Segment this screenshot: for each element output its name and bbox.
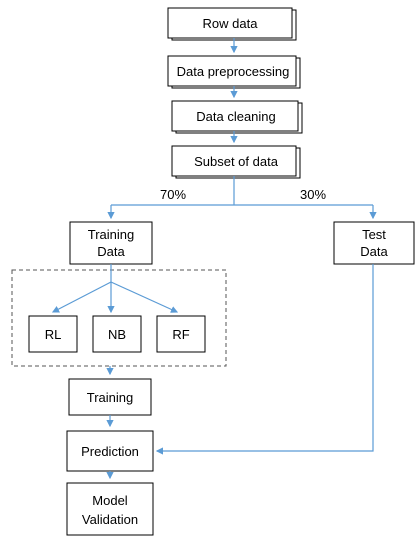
data-cleaning-label: Data cleaning — [196, 109, 276, 124]
test-data-box: Test Data — [333, 221, 415, 265]
arrow-to-rf — [110, 281, 179, 313]
training-label: Training — [87, 390, 133, 405]
nb-label: NB — [108, 327, 126, 342]
prediction-label: Prediction — [81, 444, 139, 459]
model-validation-box: Model Validation — [66, 482, 154, 536]
training-data-box: Training Data — [69, 221, 153, 265]
row-data-box: Row data — [167, 7, 297, 41]
nb-box: NB — [92, 315, 142, 353]
model-validation-line1: Model — [92, 493, 128, 508]
data-cleaning-box: Data cleaning — [171, 100, 303, 134]
subset-of-data-label: Subset of data — [194, 154, 279, 169]
test-data-line2: Data — [360, 244, 388, 259]
prediction-box: Prediction — [66, 430, 154, 472]
arrow-to-rl — [51, 281, 112, 313]
models-group-frame — [11, 269, 227, 367]
subset-of-data-box: Subset of data — [171, 145, 301, 179]
rf-box: RF — [156, 315, 206, 353]
data-preprocessing-box: Data preprocessing — [167, 55, 301, 89]
data-preprocessing-label: Data preprocessing — [177, 64, 290, 79]
row-data-label: Row data — [203, 16, 259, 31]
training-data-line1: Training — [88, 227, 134, 242]
test-percent-label: 30% — [300, 187, 326, 202]
training-data-line2: Data — [97, 244, 125, 259]
rl-label: RL — [45, 327, 62, 342]
arrow-test-to-prediction — [155, 264, 374, 455]
training-box: Training — [68, 378, 152, 416]
rf-label: RF — [172, 327, 189, 342]
train-percent-label: 70% — [160, 187, 186, 202]
model-validation-line2: Validation — [82, 512, 138, 527]
test-data-line1: Test — [362, 227, 386, 242]
rl-box: RL — [28, 315, 78, 353]
